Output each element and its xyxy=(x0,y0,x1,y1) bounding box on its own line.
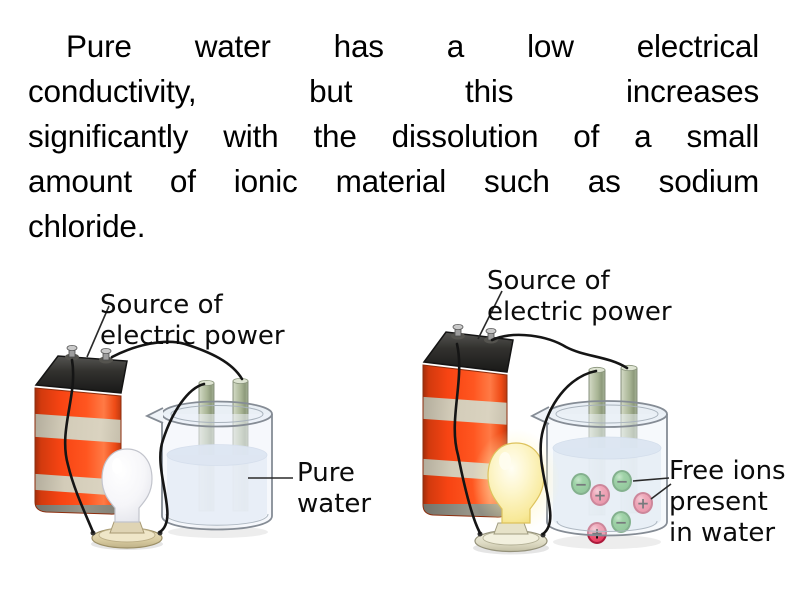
beaker-rim-inner xyxy=(555,404,659,424)
beaker-left xyxy=(144,378,273,538)
battery-top xyxy=(34,355,128,394)
pure-water-label: Pure water xyxy=(297,458,371,520)
wire xyxy=(539,369,598,536)
beaker-rim-inner xyxy=(170,405,264,423)
label-line: electric power xyxy=(487,297,672,327)
label-pointer-power xyxy=(477,290,503,340)
paragraph-line: conductivity, but this increases xyxy=(28,73,759,109)
label-line: Free ions xyxy=(669,456,786,486)
battery-terminal xyxy=(484,328,498,344)
battery-terminal xyxy=(65,345,79,361)
label-line: Source of xyxy=(487,266,610,296)
light-bulb-left xyxy=(90,448,163,550)
battery-terminal xyxy=(451,324,465,340)
bulb-socket xyxy=(109,521,145,534)
battery-terminal xyxy=(99,348,113,364)
paragraph-line: amount of ionic material such as sodium xyxy=(28,163,759,199)
label-line: present xyxy=(669,487,768,517)
wire xyxy=(490,333,629,370)
bulb-highlight xyxy=(112,458,122,474)
paragraph-line: chloride. xyxy=(28,208,146,244)
free-ions-label: Free ions present in water xyxy=(669,456,786,549)
beaker-glass xyxy=(161,414,273,531)
label-line: Source of xyxy=(100,290,223,320)
label-line: water xyxy=(297,489,372,519)
label-line: in water xyxy=(669,518,776,548)
battery-base xyxy=(35,505,121,515)
label-line: Pure xyxy=(297,458,355,488)
bulb-socket xyxy=(493,522,529,535)
label-pointer-ions xyxy=(632,477,670,482)
beaker-bottom-inner xyxy=(165,513,269,526)
power-source-label-left: Source of electric power xyxy=(100,290,285,352)
paragraph-line: Pure water has a low electrical xyxy=(66,28,759,64)
wires-right xyxy=(453,333,629,536)
wire xyxy=(63,358,95,534)
wires-left xyxy=(63,340,244,534)
wire xyxy=(158,382,206,534)
beaker-spout xyxy=(529,406,550,425)
left-circuit xyxy=(34,305,293,550)
light-bulb-right xyxy=(472,429,560,555)
right-circuit: − + − + − xyxy=(422,290,672,555)
paragraph-line: significantly with the dissolution of a … xyxy=(28,118,759,154)
beaker-glass xyxy=(546,414,668,537)
battery-stripe xyxy=(35,413,121,444)
circuit-diagrams: − + − + − xyxy=(34,290,672,555)
beaker-bottom-inner xyxy=(556,520,658,532)
battery-stripe xyxy=(423,396,507,426)
paragraph: Pure water has a low electrical conducti… xyxy=(28,24,759,249)
beaker-right: − + − + − xyxy=(529,364,668,549)
shadow xyxy=(553,535,661,549)
power-source-label-right: Source of electric power xyxy=(487,266,672,328)
label-line: electric power xyxy=(100,321,285,351)
label-pointer-power xyxy=(86,305,110,358)
beaker-spout xyxy=(144,407,164,424)
label-pointer-ions xyxy=(650,483,672,500)
wire xyxy=(453,342,482,535)
wire xyxy=(110,340,244,381)
bulb-highlight xyxy=(499,452,511,470)
